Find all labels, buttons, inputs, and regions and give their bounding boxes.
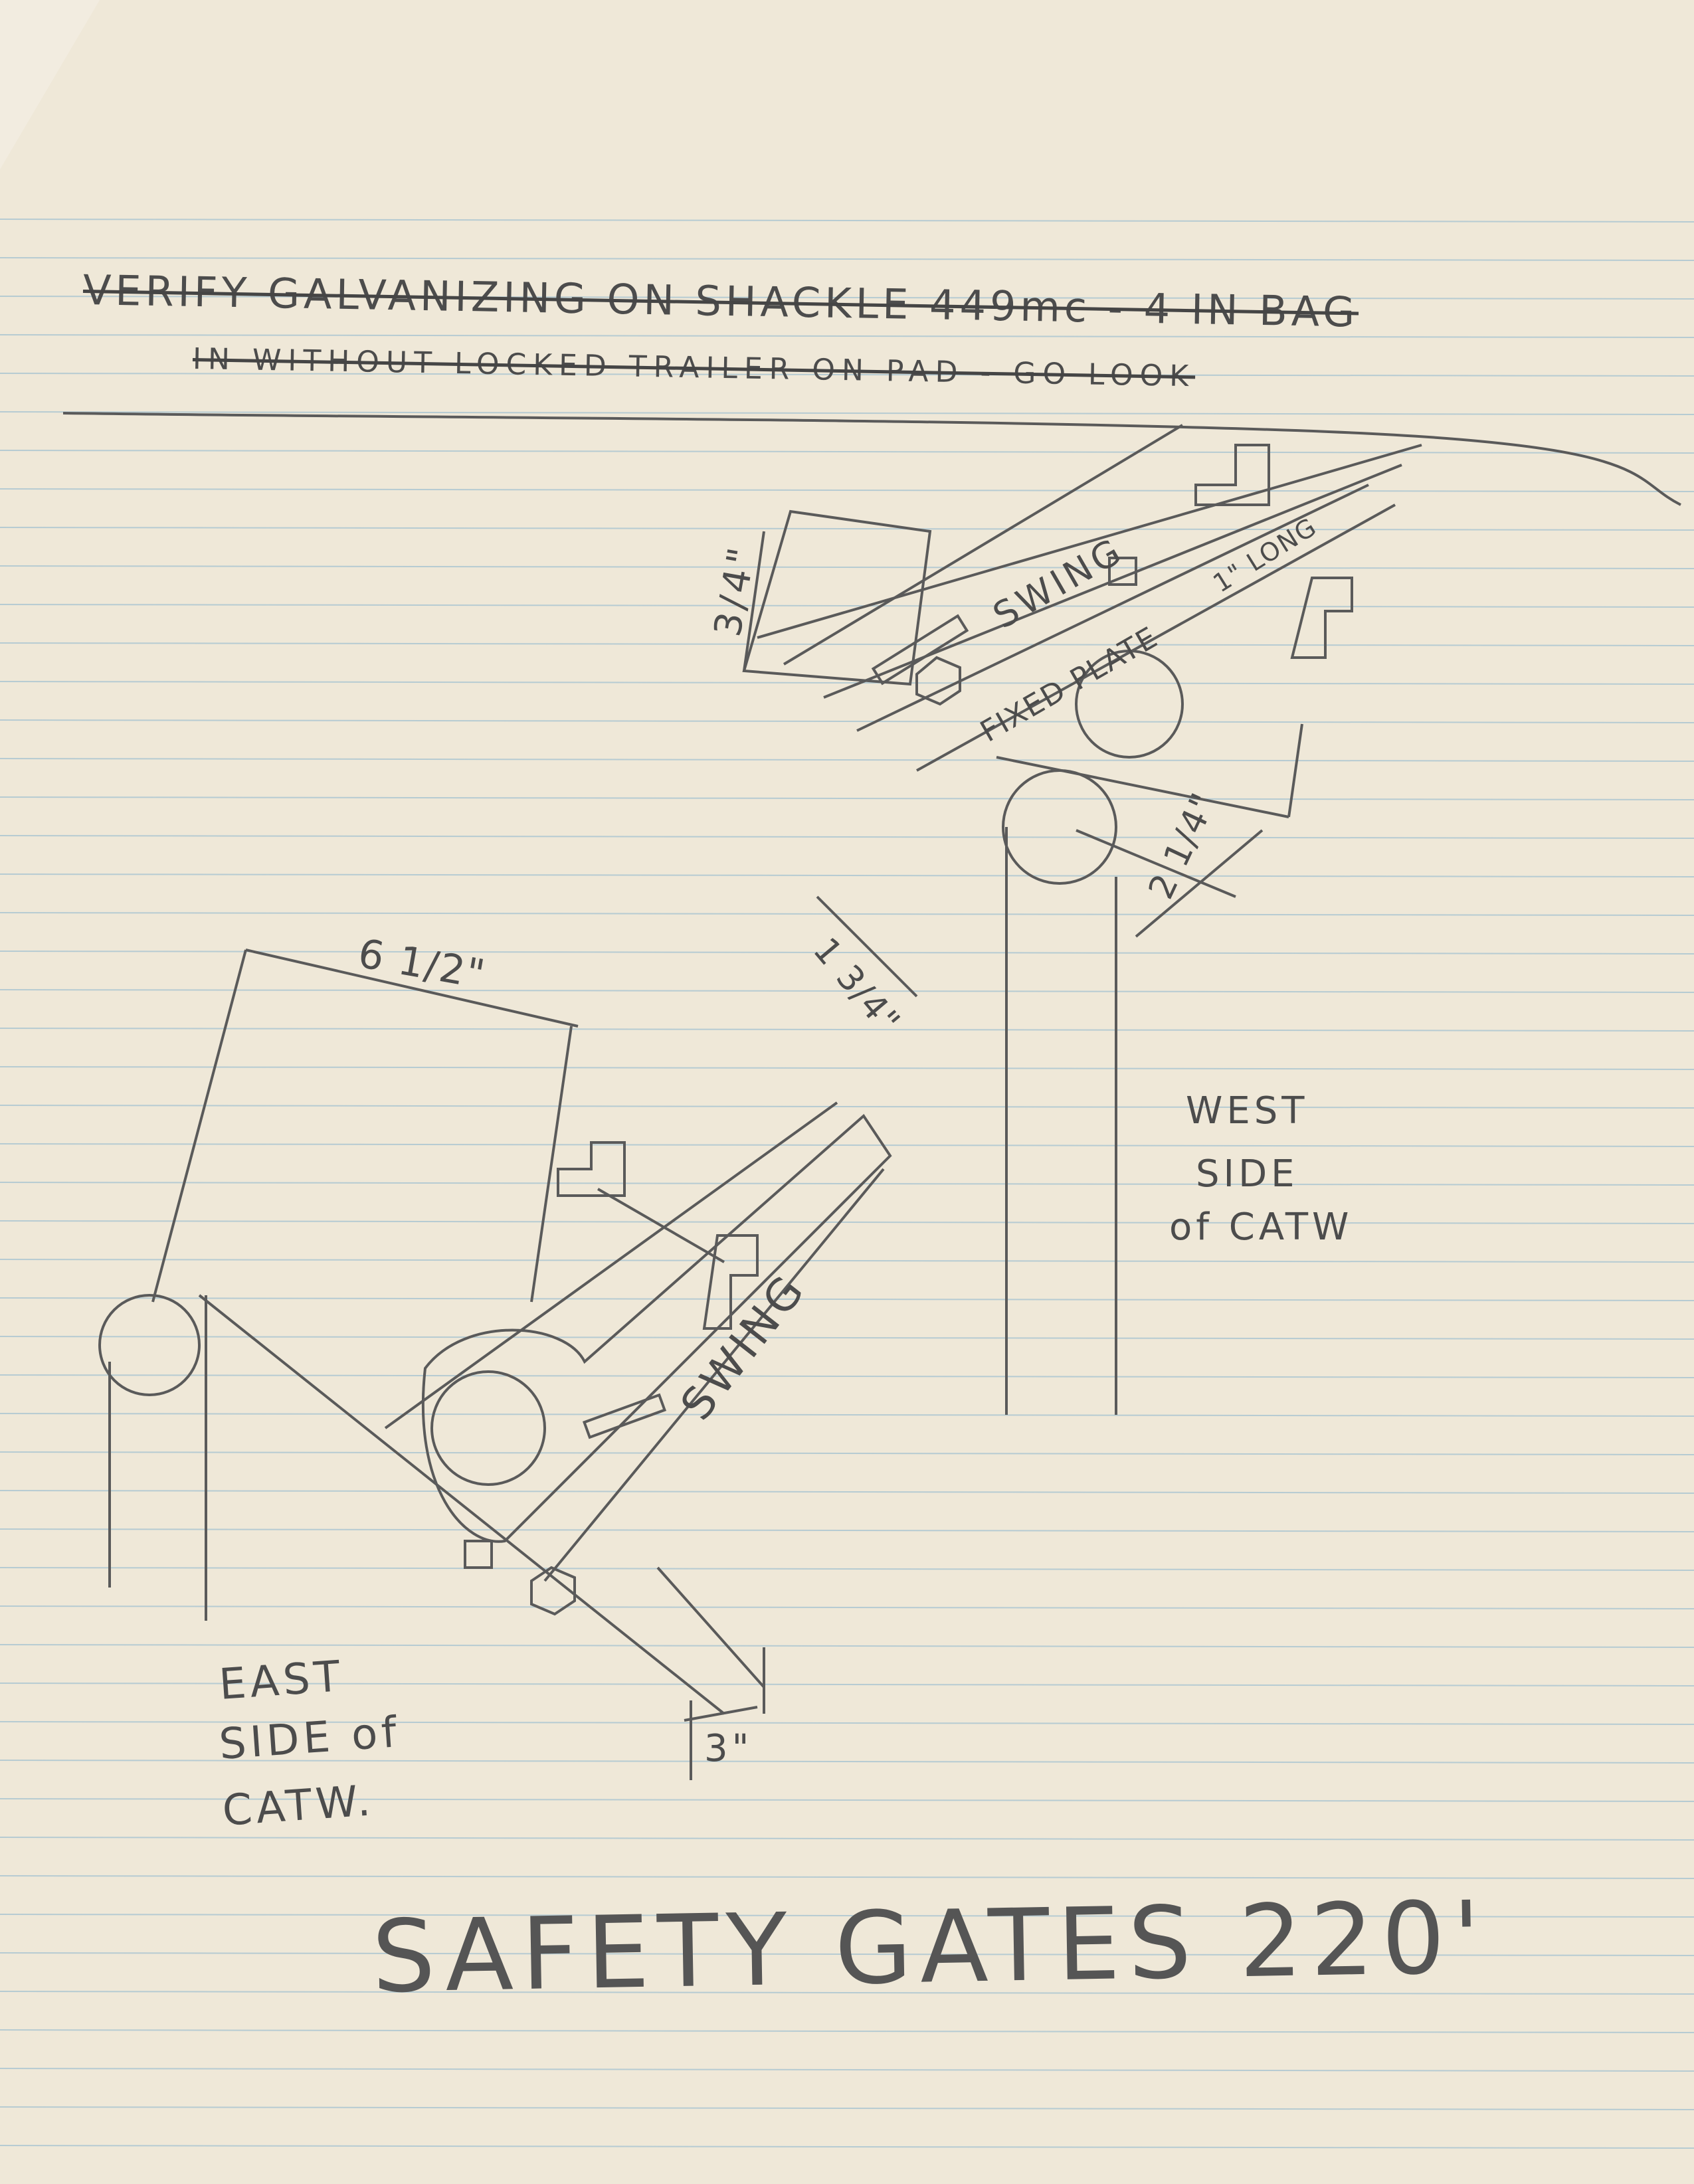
ruled-line bbox=[0, 1567, 1694, 1571]
ruled-line bbox=[0, 334, 1694, 338]
ruled-line bbox=[0, 296, 1694, 300]
ruled-line bbox=[0, 219, 1694, 223]
ruled-line bbox=[0, 2068, 1694, 2072]
ruled-line bbox=[0, 1528, 1694, 1532]
ruled-line bbox=[0, 642, 1694, 646]
ruled-line bbox=[0, 796, 1694, 800]
east-swing-arm bbox=[421, 1113, 892, 1543]
east-side-assembly bbox=[98, 949, 892, 1780]
east-channel-2 bbox=[702, 1234, 759, 1330]
west-lower-pulley bbox=[1002, 769, 1117, 885]
ruled-line bbox=[0, 1066, 1694, 1070]
ruled-line bbox=[0, 1914, 1694, 1918]
ruled-line bbox=[0, 1143, 1694, 1147]
ruled-line bbox=[0, 257, 1694, 261]
ruled-line bbox=[0, 758, 1694, 762]
ruled-line bbox=[0, 1952, 1694, 1956]
west-channel-2 bbox=[1290, 577, 1353, 659]
ruled-line bbox=[0, 1605, 1694, 1609]
ruled-line bbox=[0, 681, 1694, 685]
ruled-line bbox=[0, 488, 1694, 492]
ruled-line bbox=[0, 1683, 1694, 1686]
ruled-line bbox=[0, 1297, 1694, 1301]
west-fixed-plate bbox=[742, 509, 932, 686]
ruled-line bbox=[0, 1875, 1694, 1879]
west-channel-1 bbox=[1194, 444, 1270, 506]
ruled-line bbox=[0, 835, 1694, 839]
ruled-line bbox=[0, 873, 1694, 877]
east-caption-line-1: EAST bbox=[217, 1651, 346, 1710]
ruled-line bbox=[0, 719, 1694, 723]
ruled-line bbox=[0, 1413, 1694, 1417]
ruled-line bbox=[0, 1105, 1694, 1109]
west-bolt bbox=[871, 614, 969, 685]
east-dim-bottom: 3" bbox=[704, 1727, 753, 1770]
ruled-line bbox=[0, 1336, 1694, 1340]
ruled-line bbox=[0, 1721, 1694, 1725]
east-left-pulley bbox=[98, 1294, 201, 1396]
ruled-line bbox=[0, 527, 1694, 531]
west-dim-line-width bbox=[743, 531, 765, 672]
east-main-pulley bbox=[430, 1370, 546, 1486]
east-hex-nut bbox=[530, 1566, 576, 1616]
west-side-assembly bbox=[742, 424, 1422, 1415]
ruled-line bbox=[0, 1259, 1694, 1263]
ruled-line bbox=[0, 2145, 1694, 2149]
ruled-line bbox=[0, 1374, 1694, 1378]
ruled-line bbox=[0, 2106, 1694, 2110]
ruled-line bbox=[0, 912, 1694, 916]
west-upper-pulley bbox=[1075, 650, 1184, 759]
ruled-line bbox=[0, 373, 1694, 377]
east-dim-line-top bbox=[245, 949, 579, 1028]
ruled-line bbox=[0, 411, 1694, 415]
divider-stroke bbox=[62, 412, 1681, 506]
east-channel-1 bbox=[557, 1141, 626, 1197]
ruled-line bbox=[0, 2029, 1694, 2033]
ruled-line bbox=[0, 565, 1694, 569]
ruled-line bbox=[0, 1760, 1694, 1764]
west-dim-line-mid bbox=[816, 895, 918, 998]
west-caption-line-2: SIDE bbox=[1196, 1152, 1299, 1196]
ruled-line bbox=[0, 1837, 1694, 1841]
ruled-line bbox=[0, 951, 1694, 955]
west-nut-small bbox=[1108, 557, 1137, 586]
ruled-line bbox=[0, 1798, 1694, 1802]
ruled-line bbox=[0, 1220, 1694, 1224]
page-title: SAFETY GATES 220' bbox=[371, 1880, 1489, 2015]
ruled-line bbox=[0, 1991, 1694, 1995]
ruled-line bbox=[0, 450, 1694, 454]
east-clamp bbox=[464, 1540, 493, 1569]
ruled-line bbox=[0, 1028, 1694, 1032]
west-hex-nut bbox=[915, 656, 961, 706]
west-swing-arm-top bbox=[757, 444, 1422, 639]
west-caption-line-1: WEST bbox=[1186, 1089, 1309, 1133]
ruled-line bbox=[0, 604, 1694, 608]
ruled-line bbox=[0, 1644, 1694, 1648]
west-swing-arm-bottom bbox=[916, 503, 1396, 772]
ruled-line bbox=[0, 1182, 1694, 1186]
ruled-line bbox=[0, 1451, 1694, 1455]
west-caption-line-3: of CATW bbox=[1169, 1206, 1353, 1249]
east-bolt bbox=[582, 1393, 667, 1439]
ruled-line bbox=[0, 1490, 1694, 1494]
ruled-line bbox=[0, 989, 1694, 993]
